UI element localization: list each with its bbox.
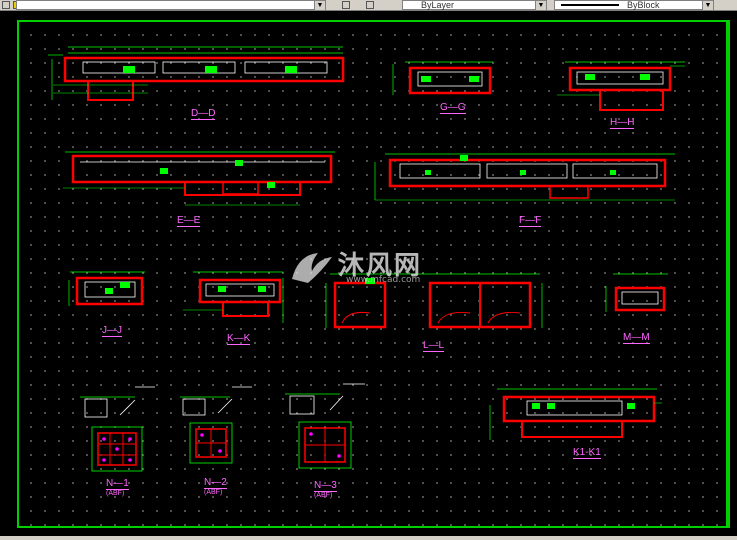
section-hh[interactable]	[545, 60, 690, 115]
section-label-kk: K—K	[227, 333, 251, 345]
bottom-scrollbar[interactable]	[0, 536, 737, 540]
detail-n3-drawing	[285, 383, 365, 469]
detail-label-n2: N—2	[204, 477, 227, 489]
lineweight-value: ByBlock	[627, 0, 660, 10]
section-label-ll: L—L	[423, 340, 445, 352]
section-label-gg: G—G	[440, 102, 466, 114]
make-current-icon[interactable]	[366, 1, 374, 9]
section-dd-drawing	[48, 46, 345, 101]
linetype-value: ByLayer	[421, 0, 455, 10]
detail-n2-drawing	[180, 386, 252, 464]
detail-n3[interactable]	[285, 382, 370, 477]
section-ee[interactable]	[55, 150, 345, 215]
section-label-mm: M—M	[623, 332, 650, 344]
chevron-down-icon[interactable]: ▼	[314, 1, 325, 10]
watermark: 沐风网 www.mfcad.com	[288, 247, 458, 292]
detail-sub-n2: (ABF)	[204, 489, 223, 496]
section-kk-drawing	[183, 271, 284, 323]
section-label-jj: J—J	[102, 325, 122, 337]
section-gg[interactable]	[385, 60, 500, 100]
section-ll-drawing	[325, 273, 543, 329]
section-ff[interactable]	[365, 150, 685, 210]
watermark-brand: 沐风网	[338, 251, 423, 281]
detail-sub-n1: (ABF)	[106, 490, 125, 497]
properties-toolbar: 07 ▼ ByLayer ▼ ByBlock ▼	[0, 0, 737, 11]
detail-n1-drawing	[80, 386, 155, 472]
detail-n2[interactable]	[180, 385, 255, 475]
detail-label-n3: N—3	[314, 480, 337, 492]
section-mm-drawing	[605, 273, 668, 312]
section-gg-drawing	[392, 61, 493, 95]
section-jj[interactable]	[65, 268, 150, 313]
chevron-down-icon[interactable]: ▼	[702, 1, 713, 10]
detail-n1[interactable]	[80, 385, 160, 475]
section-label-dd: D—D	[191, 108, 216, 120]
section-k1[interactable]	[482, 385, 667, 450]
layer-previous-icon[interactable]	[342, 1, 350, 9]
section-label-k1: K1-K1	[573, 447, 601, 459]
lineweight-dropdown[interactable]: ByBlock ▼	[554, 0, 714, 10]
section-ff-drawing	[374, 153, 675, 201]
section-k1-drawing	[489, 388, 662, 440]
section-ll[interactable]	[320, 268, 550, 333]
lineweight-swatch	[561, 4, 619, 6]
section-label-ff: F—F	[519, 215, 542, 227]
section-ee-drawing	[63, 151, 335, 206]
frame-edge	[727, 20, 730, 528]
section-hh-drawing	[557, 61, 685, 111]
detail-label-n1: N—1	[106, 478, 129, 490]
layer-dropdown[interactable]: ▼	[16, 0, 326, 10]
section-kk[interactable]	[178, 268, 288, 328]
layer-manager-icon[interactable]	[2, 1, 10, 9]
section-label-ee: E—E	[177, 215, 201, 227]
watermark-logo-icon	[292, 253, 332, 283]
detail-sub-n3: (ABF)	[314, 492, 333, 499]
section-jj-drawing	[68, 271, 145, 306]
section-dd[interactable]	[38, 45, 358, 105]
section-mm[interactable]	[598, 268, 673, 318]
linetype-dropdown[interactable]: ByLayer ▼	[402, 0, 547, 10]
chevron-down-icon[interactable]: ▼	[535, 1, 546, 10]
section-label-hh: H—H	[610, 117, 635, 129]
watermark-url: www.mfcad.com	[346, 275, 421, 285]
